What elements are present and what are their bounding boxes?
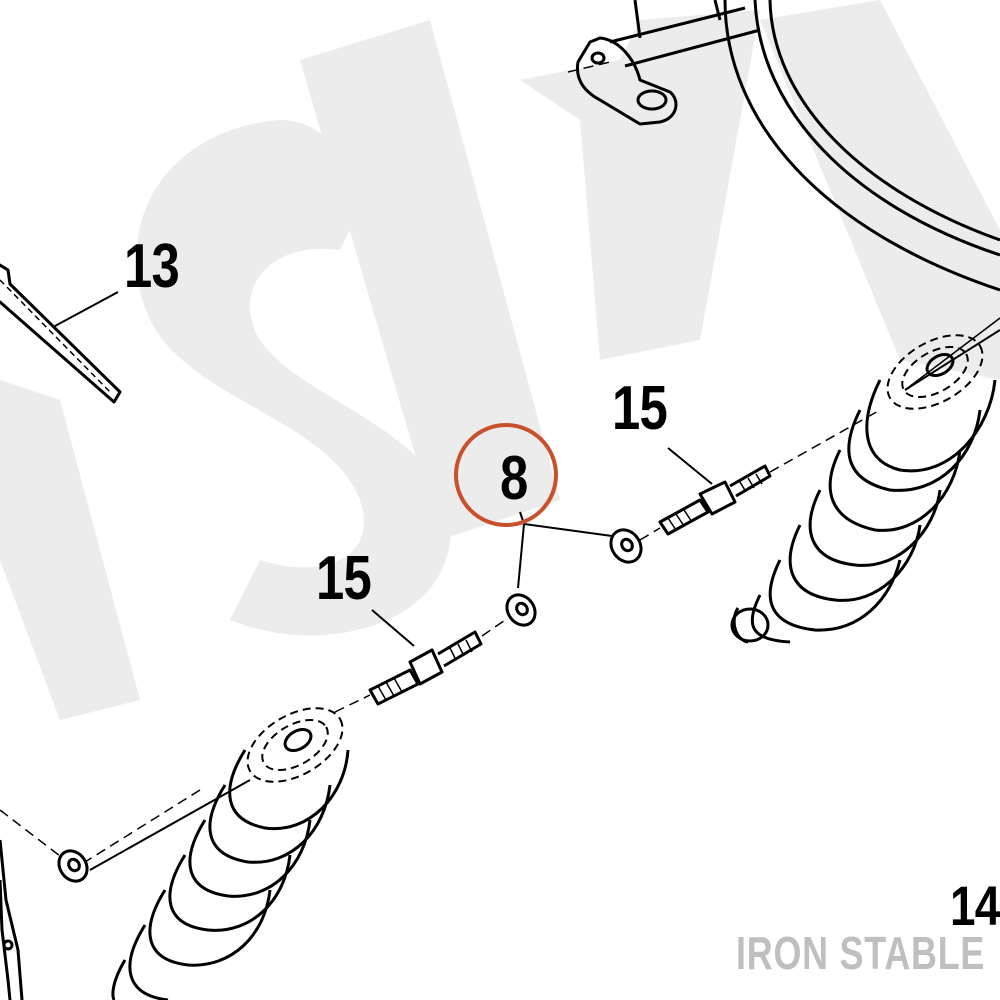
shock-absorber-right xyxy=(730,317,1000,644)
highlight-circle xyxy=(454,423,558,527)
brand-watermark: IRON STABLE xyxy=(736,927,986,979)
callout-stud-lower: 15 xyxy=(316,544,372,613)
background-watermark xyxy=(0,0,1000,720)
washer-upper xyxy=(609,528,643,564)
washer-left xyxy=(57,849,89,883)
tie-strap xyxy=(0,263,122,404)
frame-left-edge xyxy=(0,809,61,1000)
stud-lower xyxy=(368,630,483,706)
washer-lower xyxy=(505,593,537,627)
callout-washer-highlighted: 8 xyxy=(500,444,528,513)
assembly-axes xyxy=(84,409,881,863)
stud-upper xyxy=(658,464,772,536)
leader-lines xyxy=(371,447,713,647)
hardware xyxy=(57,464,772,883)
callout-tie-strap: 13 xyxy=(124,232,180,301)
frame-rail xyxy=(567,0,1000,292)
callout-stud-upper: 15 xyxy=(612,374,668,443)
shock-absorber-left xyxy=(89,707,350,1000)
callout-partial-right: 14 xyxy=(950,874,1000,937)
